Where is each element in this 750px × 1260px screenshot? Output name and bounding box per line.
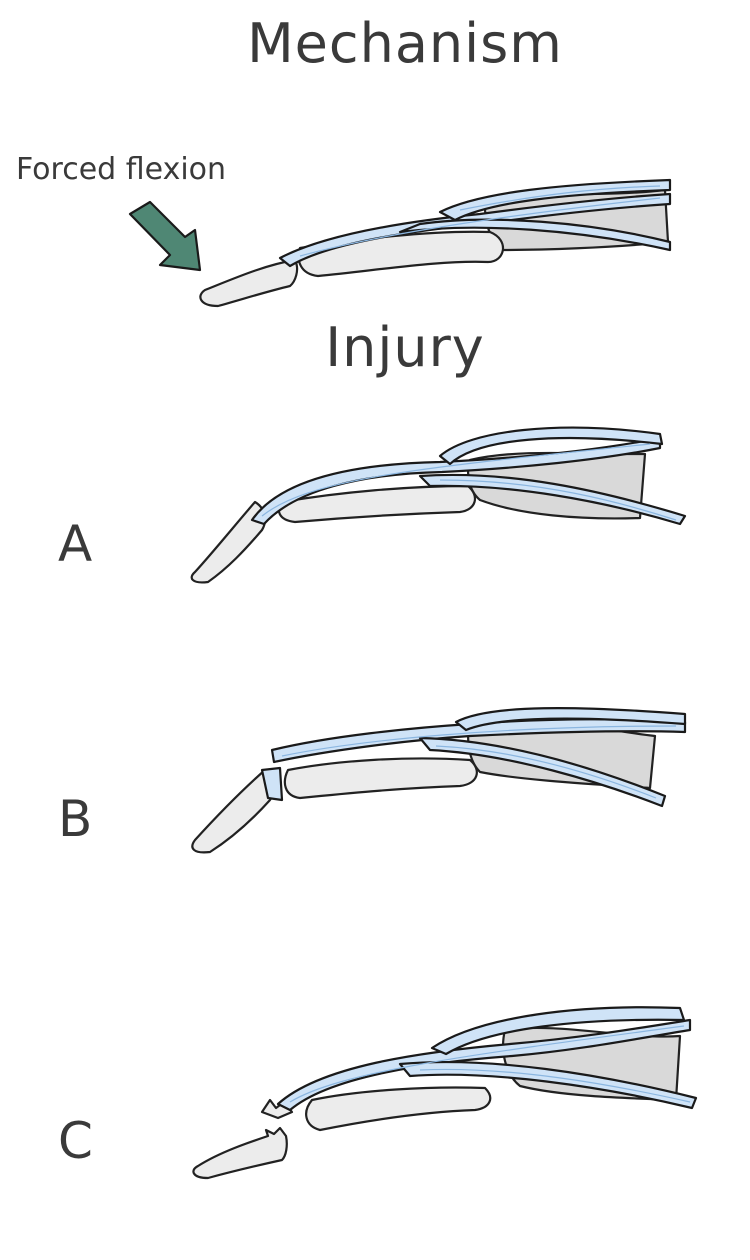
tendon-fiber xyxy=(439,479,677,521)
tendon-fiber xyxy=(289,1025,685,1103)
title: Mechanism xyxy=(247,12,563,75)
panel-label-c: C xyxy=(58,1112,93,1170)
panel-b-finger-diagram xyxy=(191,707,687,854)
tendon-fiber xyxy=(435,745,657,799)
lateral-band-upper xyxy=(438,178,672,222)
mechanism-finger-diagram xyxy=(128,178,672,308)
extensor-tendon xyxy=(270,718,687,764)
panel-label-a: A xyxy=(58,515,93,573)
ruptured-tendon-end xyxy=(260,766,284,802)
proximal-phalanx xyxy=(277,484,477,524)
proximal-phalanx xyxy=(305,1086,492,1132)
distal-phalanx xyxy=(199,258,299,308)
tendon-fiber xyxy=(281,725,677,757)
distal-phalanx xyxy=(190,500,267,584)
lateral-band-upper xyxy=(430,1006,686,1056)
lateral-band-lower xyxy=(398,1060,698,1110)
forced-flexion-label: Forced flexion xyxy=(16,152,227,187)
lateral-band-upper xyxy=(438,426,664,466)
distal-phalanx xyxy=(192,1126,288,1180)
subtitle: Injury xyxy=(325,316,485,379)
tendon-fiber xyxy=(459,185,661,211)
panel-c-finger-diagram xyxy=(192,1006,698,1180)
panel-label-b: B xyxy=(58,790,93,848)
tendon-fiber xyxy=(419,1068,691,1103)
distal-phalanx xyxy=(191,768,276,854)
lateral-band-lower xyxy=(418,473,687,526)
force-arrow-icon xyxy=(128,200,202,272)
tendon-fiber xyxy=(261,443,651,517)
tendon-fiber xyxy=(299,197,661,257)
panel-a-finger-diagram xyxy=(190,426,687,584)
lateral-band-lower xyxy=(418,736,667,808)
lateral-band-upper xyxy=(454,707,687,732)
proximal-phalanx xyxy=(283,757,478,800)
